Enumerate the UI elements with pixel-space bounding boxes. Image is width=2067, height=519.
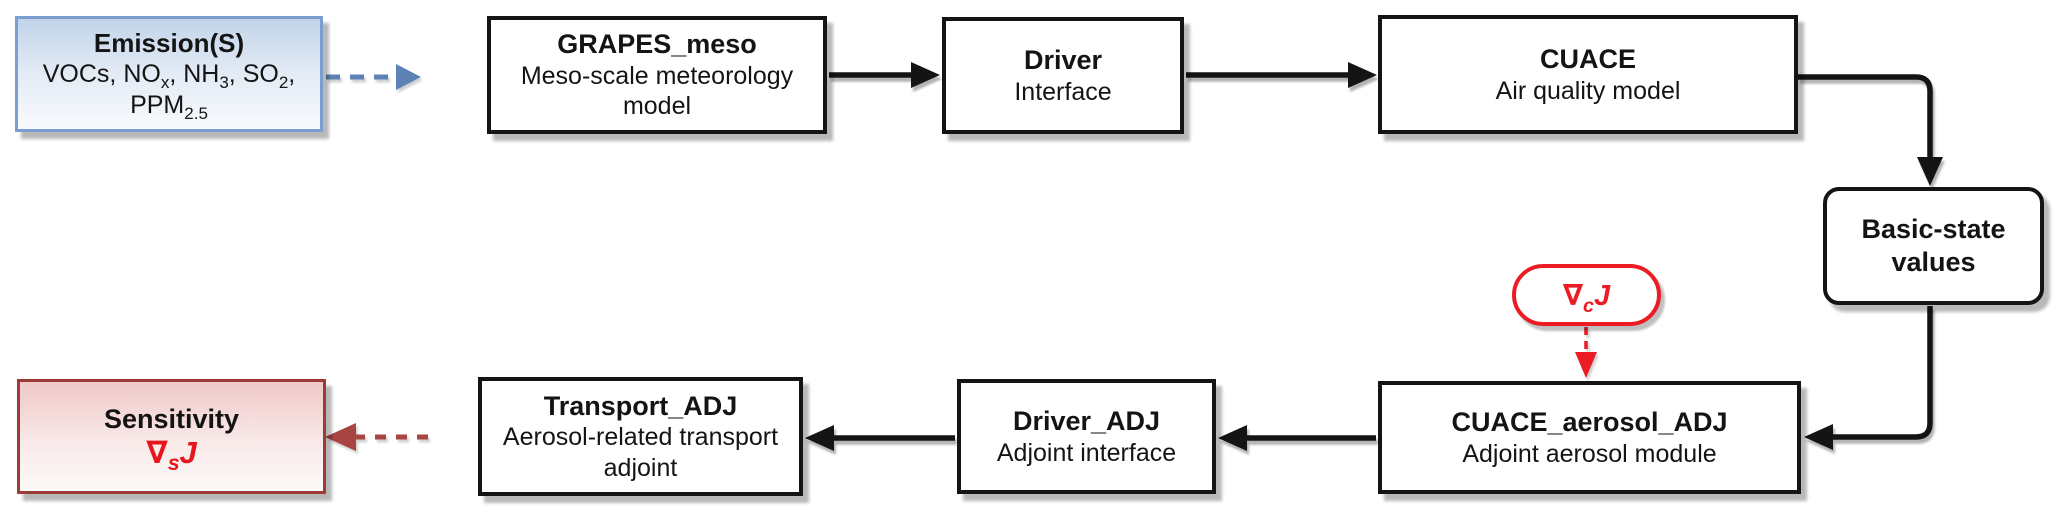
arrow-basic-state-to-cuace-adj	[1804, 306, 1933, 450]
arrow-grapes-to-driver	[829, 62, 940, 88]
arrow-cost-function-to-cuace-adj	[1575, 327, 1597, 378]
arrow-cuace-to-basic-state	[1798, 74, 1943, 186]
grapes-subtitle: Meso-scale meteorology model	[520, 61, 794, 121]
basic-state-line1: Basic-state	[1861, 214, 2006, 245]
node-transport-adj: Transport_ADJ Aerosol-related transport …	[478, 377, 803, 496]
basic-state-line2: values	[1891, 247, 1976, 277]
arrow-driver-adj-to-transport-adj	[805, 425, 955, 451]
emission-species-line2: PPM2.5	[130, 90, 208, 123]
cuace-title: CUACE	[1539, 43, 1636, 74]
sensitivity-title: Sensitivity	[103, 403, 240, 434]
arrow-driver-to-cuace	[1186, 62, 1377, 88]
node-cuace-aerosol-adj: CUACE_aerosol_ADJ Adjoint aerosol module	[1378, 381, 1801, 494]
driver-subtitle: Interface	[1014, 77, 1112, 106]
node-cuace: CUACE Air quality model	[1378, 15, 1798, 134]
driver-adj-subtitle: Adjoint interface	[996, 438, 1177, 467]
cuace-adj-title: CUACE_aerosol_ADJ	[1451, 406, 1728, 437]
node-grapes-meso: GRAPES_meso Meso-scale meteorology model	[487, 16, 827, 134]
emission-species-line1: VOCs, NOx, NH3, SO2,	[42, 60, 296, 93]
node-sensitivity: Sensitivity ∇sJ	[17, 379, 326, 494]
emission-title: Emission(S)	[93, 27, 245, 58]
grapes-title: GRAPES_meso	[557, 29, 757, 60]
cuace-adj-subtitle: Adjoint aerosol module	[1462, 439, 1717, 468]
driver-adj-title: Driver_ADJ	[1012, 405, 1161, 436]
node-driver-adj: Driver_ADJ Adjoint interface	[957, 379, 1216, 494]
sensitivity-gradient-label: ∇sJ	[146, 434, 197, 476]
node-driver: Driver Interface	[942, 17, 1184, 134]
cost-function-label: ∇cJ	[1562, 279, 1611, 317]
transport-adj-subtitle: Aerosol-related transport adjoint	[502, 423, 779, 482]
cuace-subtitle: Air quality model	[1495, 76, 1681, 105]
arrow-cuace-adj-to-driver-adj	[1218, 425, 1376, 451]
arrow-emission-to-grapes	[326, 64, 421, 90]
transport-adj-title: Transport_ADJ	[543, 390, 738, 421]
driver-title: Driver	[1023, 44, 1103, 75]
node-emission: Emission(S) VOCs, NOx, NH3, SO2, PPM2.5	[15, 16, 323, 132]
arrow-transport-adj-to-sensitivity	[325, 423, 428, 451]
node-basic-state-values: Basic-state values	[1823, 187, 2044, 305]
node-cost-function-gradient: ∇cJ	[1512, 264, 1661, 326]
